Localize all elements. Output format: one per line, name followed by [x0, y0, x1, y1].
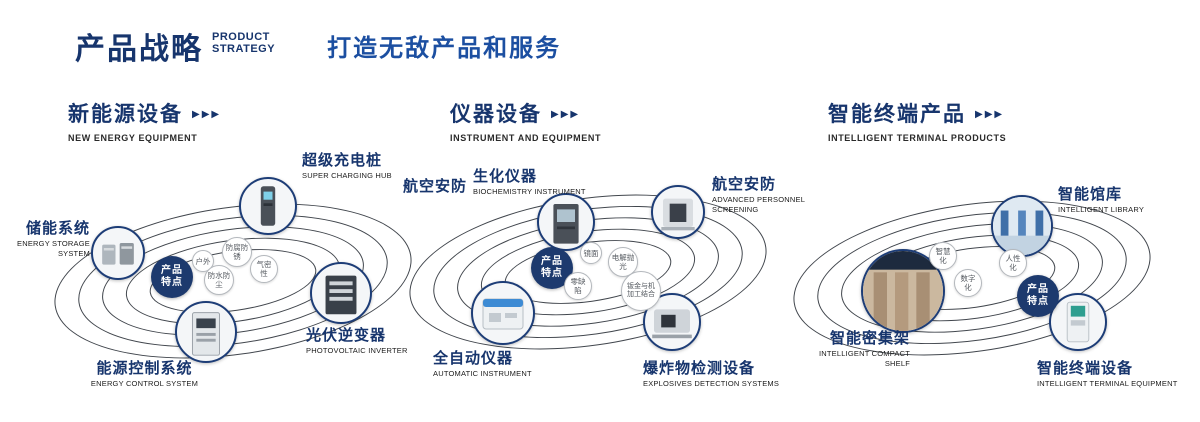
product-photo-automatic-instrument	[471, 281, 535, 345]
section-title-intelligent: 智能终端产品	[828, 103, 966, 126]
product-photo-intelligent-library	[991, 195, 1053, 257]
section-header-intelligent: 智能终端产品 ▶▶▶ INTELLIGENT TERMINAL PRODUCTS	[828, 98, 1006, 143]
page-title-en-line1: PRODUCT	[212, 31, 270, 43]
feature-bubble-anticorrosion: 防腐防锈	[222, 237, 252, 267]
product-photo-intelligent-terminal	[1049, 293, 1107, 351]
side-label-aviation-security: 航空安防	[403, 178, 467, 195]
item-label-compact-shelf: 智能密集架 INTELLIGENT COMPACT SHELF	[812, 330, 910, 369]
item-label-energy-storage: 储能系统 ENERGY STORAGE SYSTEM	[8, 220, 90, 259]
item-en: INTELLIGENT TERMINAL EQUIPMENT	[1037, 379, 1178, 389]
product-photo-charging-hub	[239, 177, 297, 235]
feature-badge-new-energy: 产品 特点	[151, 256, 193, 298]
charging-hub-image	[260, 186, 276, 226]
section-subtitle-new-energy: NEW ENERGY EQUIPMENT	[68, 133, 198, 143]
page-subtitle: 打造无敌产品和服务	[327, 35, 562, 62]
section-header-new-energy: 新能源设备 ▶▶▶ NEW ENERGY EQUIPMENT	[68, 98, 221, 143]
item-en: INTELLIGENT LIBRARY	[1058, 205, 1145, 215]
item-zh: 储能系统	[25, 220, 90, 237]
section-header-instruments: 仪器设备 ▶▶▶ INSTRUMENT AND EQUIPMENT	[450, 98, 601, 143]
item-zh: 爆炸物检测设备	[643, 360, 756, 377]
feature-label-line1: 产品	[541, 256, 563, 267]
item-zh: 智能馆库	[1058, 186, 1123, 203]
page-title: 产品战略	[75, 33, 203, 66]
product-photo-energy-control	[175, 301, 237, 363]
feature-bubble-sheetmetal-machining: 钣金与机加工结合	[621, 271, 661, 311]
item-zh: 航空安防	[403, 178, 468, 195]
feature-bubble-humanized: 人性化	[999, 249, 1027, 277]
item-zh: 智能密集架	[829, 330, 910, 347]
product-photo-biochemistry	[537, 193, 595, 251]
section-title-row: 新能源设备 ▶▶▶	[68, 98, 221, 128]
triple-arrow-icon: ▶▶▶	[551, 109, 581, 120]
feature-bubble-zero-defect: 零缺陷	[564, 272, 592, 300]
compact-shelf-image	[863, 251, 943, 331]
item-zh: 智能终端设备	[1037, 360, 1134, 377]
item-label-charging-hub: 超级充电桩 SUPER CHARGING HUB	[302, 152, 412, 181]
product-photo-explosives-detection	[643, 293, 701, 351]
section-title-row: 智能终端产品 ▶▶▶	[828, 98, 1006, 128]
item-en: BIOCHEMISTRY INSTRUMENT	[473, 187, 586, 197]
section-title-row: 仪器设备 ▶▶▶	[450, 98, 601, 128]
feature-bubble-airtight: 气密性	[250, 255, 278, 283]
automatic-instrument-image	[482, 298, 524, 330]
feature-label-line2: 特点	[541, 268, 563, 279]
item-en: ENERGY STORAGE SYSTEM	[17, 239, 90, 258]
energy-storage-image	[102, 243, 134, 265]
feature-bubble-mirror-finish: 镜面	[580, 242, 602, 264]
feature-bubble-outdoor: 户外	[192, 250, 214, 272]
item-label-explosives-detection: 爆炸物检测设备 EXPLOSIVES DETECTION SYSTEMS	[643, 360, 793, 389]
item-en: SUPER CHARGING HUB	[302, 171, 392, 181]
item-zh: 能源控制系统	[96, 360, 193, 377]
page-title-en-line2: STRATEGY	[212, 43, 276, 56]
item-zh: 超级充电桩	[302, 152, 383, 169]
page-title-en: PRODUCT STRATEGY	[212, 31, 275, 55]
item-label-automatic-instrument: 全自动仪器 AUTOMATIC INSTRUMENT	[433, 350, 568, 379]
personnel-screening-image	[661, 198, 695, 231]
feature-bubble-intelligence: 智慧化	[929, 242, 957, 270]
item-en: INTELLIGENT COMPACT SHELF	[818, 349, 910, 368]
item-zh: 航空安防	[712, 176, 777, 193]
feature-bubble-digitized: 数字化	[954, 269, 982, 297]
item-en: PHOTOVOLTAIC INVERTER	[306, 346, 408, 356]
product-photo-energy-storage	[91, 226, 145, 280]
page-header: 产品战略 PRODUCT STRATEGY 打造无敌产品和服务	[75, 24, 561, 68]
section-subtitle-instruments: INSTRUMENT AND EQUIPMENT	[450, 133, 602, 143]
feature-label-line1: 产品	[1027, 284, 1049, 295]
item-label-intelligent-library: 智能馆库 INTELLIGENT LIBRARY	[1058, 186, 1168, 215]
feature-label-line2: 特点	[161, 277, 183, 288]
feature-label-line1: 产品	[161, 265, 183, 276]
item-label-personnel-screening: 航空安防 ADVANCED PERSONNEL SCREENING	[712, 176, 812, 215]
section-title-new-energy: 新能源设备	[68, 103, 183, 126]
product-photo-personnel-screening	[651, 185, 705, 239]
triple-arrow-icon: ▶▶▶	[975, 109, 1005, 120]
explosives-detection-image	[652, 309, 692, 339]
item-en: AUTOMATIC INSTRUMENT	[433, 369, 532, 379]
intelligent-terminal-image	[1066, 301, 1090, 343]
item-label-biochemistry: 生化仪器 BIOCHEMISTRY INSTRUMENT	[473, 168, 603, 197]
energy-control-image	[191, 312, 221, 356]
intelligent-library-image	[993, 197, 1051, 255]
item-zh: 光伏逆变器	[306, 327, 387, 344]
item-label-pv-inverter: 光伏逆变器 PHOTOVOLTAIC INVERTER	[306, 327, 426, 356]
item-zh: 生化仪器	[473, 168, 538, 185]
section-title-instruments: 仪器设备	[450, 103, 542, 126]
product-photo-compact-shelf	[861, 249, 945, 333]
feature-badge-intelligent: 产品 特点	[1017, 275, 1059, 317]
item-en: ENERGY CONTROL SYSTEM	[90, 379, 199, 389]
feature-bubble-electropolish: 电解抛光	[608, 247, 638, 277]
item-zh: 全自动仪器	[433, 350, 514, 367]
item-label-intelligent-terminal: 智能终端设备 INTELLIGENT TERMINAL EQUIPMENT	[1037, 360, 1187, 389]
product-photo-pv-inverter	[310, 262, 372, 324]
feature-bubble-waterproof: 防水防尘	[204, 265, 234, 295]
pv-inverter-image	[325, 275, 357, 315]
biochemistry-image	[553, 204, 579, 244]
triple-arrow-icon: ▶▶▶	[192, 109, 222, 120]
feature-label-line2: 特点	[1027, 296, 1049, 307]
item-en: ADVANCED PERSONNEL SCREENING	[712, 195, 805, 214]
section-subtitle-intelligent: INTELLIGENT TERMINAL PRODUCTS	[828, 133, 1007, 143]
item-label-energy-control: 能源控制系统 ENERGY CONTROL SYSTEM	[82, 360, 207, 389]
item-en: EXPLOSIVES DETECTION SYSTEMS	[643, 379, 780, 389]
